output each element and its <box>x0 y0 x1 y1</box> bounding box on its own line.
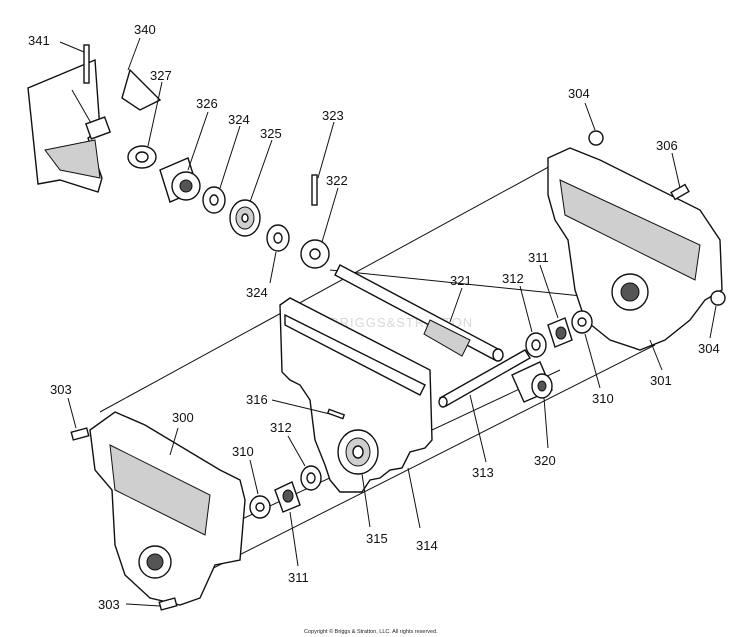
bolt-303-upper <box>70 427 90 441</box>
nut-304-right <box>710 290 726 306</box>
label-320: 320 <box>534 453 556 468</box>
gear-325 <box>229 199 261 237</box>
label-312-lower: 312 <box>270 420 292 435</box>
label-310-right: 310 <box>592 391 614 406</box>
copyright-text: Copyright © Briggs & Stratton, LLC. All … <box>304 628 438 635</box>
label-321: 321 <box>450 273 472 288</box>
label-325: 325 <box>260 126 282 141</box>
label-341: 341 <box>28 33 50 48</box>
label-304-right: 304 <box>698 341 720 356</box>
housing-301 <box>547 147 723 351</box>
label-324-lower: 324 <box>246 285 268 300</box>
shaft-stub <box>84 116 112 140</box>
leader-lines <box>67 37 717 607</box>
bearing-320 <box>511 361 553 403</box>
washer-312-lower <box>300 465 322 491</box>
label-300: 300 <box>172 410 194 425</box>
bolt-303-lower <box>158 597 178 611</box>
part-labels: 341 340 327 326 324 325 323 322 324 304 … <box>28 22 720 612</box>
label-311-lower: 311 <box>288 570 309 585</box>
label-311-right: 311 <box>528 250 549 265</box>
shaft-313 <box>438 349 531 408</box>
label-316: 316 <box>246 392 268 407</box>
gear-315 <box>337 429 379 475</box>
label-301: 301 <box>650 373 672 388</box>
label-306: 306 <box>656 138 678 153</box>
bearing-326 <box>159 157 201 203</box>
nut-304-top <box>588 130 604 146</box>
label-322: 322 <box>326 173 348 188</box>
washer-310-right <box>571 310 593 334</box>
bearing-311-lower <box>274 481 301 513</box>
label-327: 327 <box>150 68 172 83</box>
label-304-top: 304 <box>568 86 590 101</box>
washer-324-top <box>202 186 226 214</box>
pin-323 <box>311 174 318 206</box>
washer-312-right <box>525 332 547 358</box>
label-323: 323 <box>322 108 344 123</box>
washer-322 <box>300 239 330 269</box>
label-315: 315 <box>366 531 388 546</box>
label-340: 340 <box>134 22 156 37</box>
washer-324-lower <box>266 224 290 252</box>
pin-316 <box>326 408 346 420</box>
label-324-top: 324 <box>228 112 250 127</box>
housing-300 <box>89 411 246 606</box>
label-313: 313 <box>472 465 494 480</box>
washer-327 <box>127 145 157 169</box>
plate-314 <box>279 297 433 493</box>
label-314: 314 <box>416 538 438 553</box>
label-310-lower: 310 <box>232 444 254 459</box>
bolt-306 <box>670 183 690 201</box>
label-326: 326 <box>196 96 218 111</box>
washer-310-lower <box>249 495 271 519</box>
bearing-311-right <box>547 317 573 348</box>
label-312-right: 312 <box>502 271 524 286</box>
label-303-lower: 303 <box>98 597 120 612</box>
worm-shaft-321 <box>334 264 504 362</box>
pin-341 <box>59 41 90 84</box>
label-303-upper: 303 <box>50 382 72 397</box>
